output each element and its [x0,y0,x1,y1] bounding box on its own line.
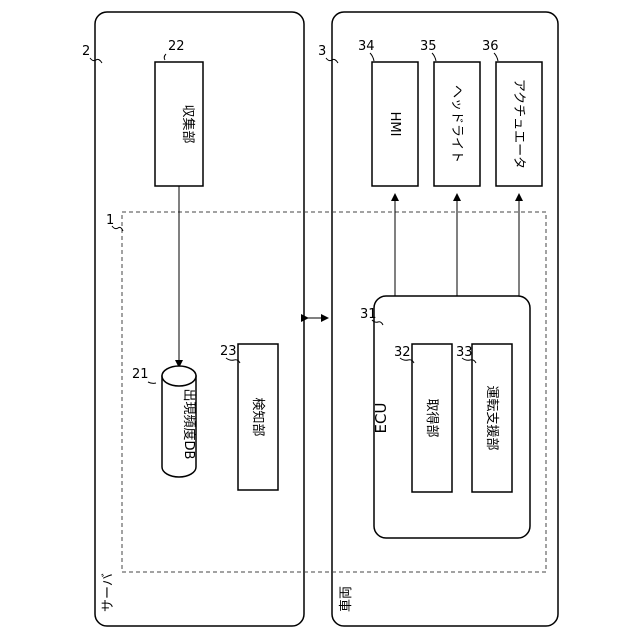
hmi-label: HMI [387,112,402,137]
headlight-ref-leader [432,53,436,61]
collector-ref-leader [164,54,166,60]
assist-ref: 33 [456,345,473,360]
vehicle-label: 車両 [339,586,354,612]
detector-ref: 23 [220,344,237,359]
hmi-ref: 34 [358,39,375,54]
actuator-label: アクチュエータ [511,79,526,169]
detector-label: 検知部 [250,397,266,436]
server-label: サーバ [101,573,116,612]
database-label: 出現頻度DB [181,389,197,460]
collector-ref: 22 [168,39,185,54]
server-ref: 2 [82,44,90,59]
ecu-ref: 31 [360,307,377,322]
headlight-ref: 35 [420,39,437,54]
database-ref-leader [148,382,156,383]
assist-label: 運転支援部 [484,385,499,450]
acquirer-ref: 32 [394,345,411,360]
vehicle-ref: 3 [318,44,326,59]
server-ref-leader [90,58,102,63]
system-ref: 1 [106,213,114,228]
database-ref: 21 [132,367,149,382]
acquirer-label: 取得部 [424,398,440,437]
actuator-ref-leader [494,53,498,61]
headlight-label: ヘッドライト [449,85,464,163]
collector-label: 収集部 [180,104,196,143]
hmi-ref-leader [370,53,374,61]
actuator-ref: 36 [482,39,499,54]
ecu-label: ECU [372,403,390,434]
